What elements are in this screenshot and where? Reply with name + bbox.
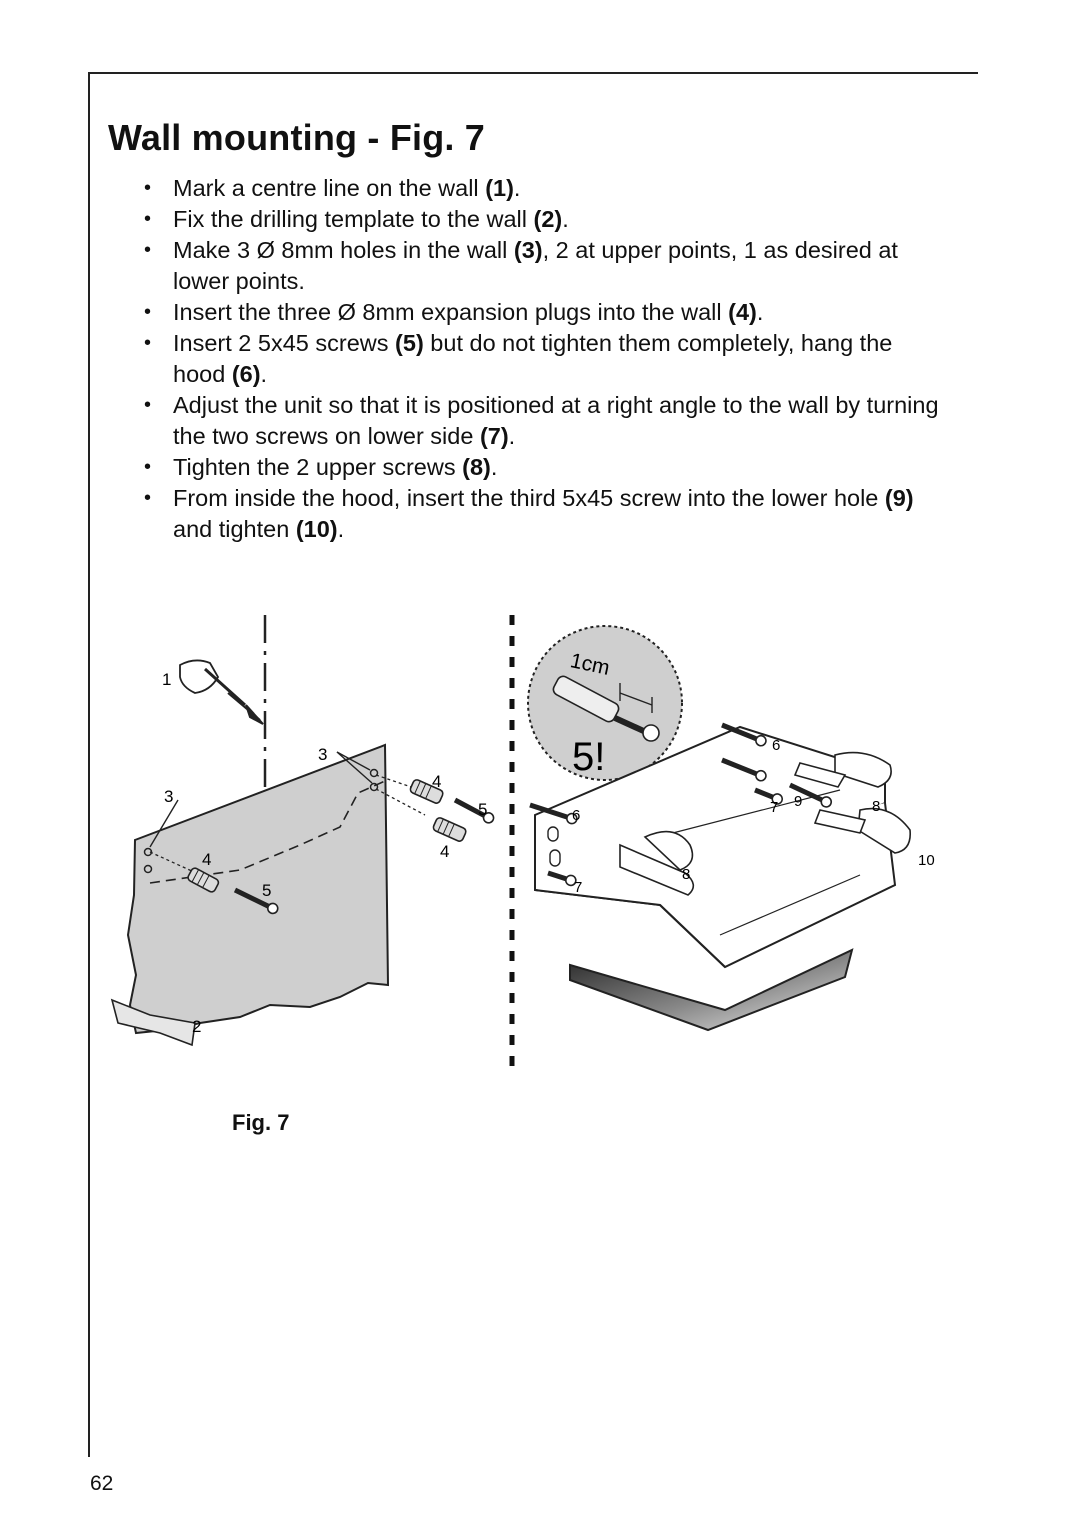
callouts: 1 2 3 3 4 4 4 5 5 6 6 7 7 8 8 9 10 [162,670,935,1036]
screw [529,802,578,825]
page-number: 62 [90,1472,114,1495]
dimension-line [619,692,653,706]
step-8: From inside the hood, insert the third 5… [140,483,940,545]
detail-screw-head [642,724,660,742]
callout-leader [149,799,179,848]
step-6: Adjust the unit so that it is positioned… [140,390,940,452]
callout-leader [336,751,371,771]
hood-slot [547,826,559,842]
detail-plug [552,675,620,723]
screw [754,787,784,805]
expansion-plug [187,867,220,893]
hood-edge [664,789,841,836]
instruction-list: Mark a centre line on the wall (1). Fix … [140,173,940,545]
callout-4: 4 [202,850,211,869]
left-rule [88,72,90,1457]
screwdriver-hand [857,807,912,854]
hood-slot [549,849,561,867]
drilling-template [126,743,390,1035]
tape-strip [110,998,196,1047]
figure-caption: Fig. 7 [232,1110,290,1135]
callout-4: 4 [440,842,449,861]
screwdriver-hand [813,809,867,834]
detail-badge: 5! [572,735,605,779]
screwdriver-hand [793,762,847,788]
callout-5: 5 [478,800,487,819]
screw [233,887,279,915]
detail-screw [613,715,650,736]
screw [721,722,767,747]
callout-2: 2 [192,1017,201,1036]
pointer-arrowhead [245,704,264,725]
drill-hole [369,768,379,778]
screw [721,757,767,782]
hood-tray [569,948,854,1032]
callout-8: 8 [682,866,690,883]
detail-inset: 1cm 5! [527,625,683,781]
screwdriver-hand [643,830,694,871]
callout-6: 6 [772,737,780,754]
callout-8: 8 [872,798,880,815]
drill-hole [369,782,379,792]
step-5: Insert 2 5x45 screws (5) but do not tigh… [140,328,940,390]
step-7: Tighten the 2 upper screws (8). [140,452,940,483]
callout-9: 9 [794,793,802,810]
callout-4: 4 [432,772,441,791]
callout-10: 10 [918,852,935,869]
hood-edge [659,904,726,968]
wall-template-drawing [110,615,495,1047]
top-rule [88,72,978,74]
expansion-plug [409,779,444,804]
callout-1: 1 [162,670,171,689]
step-2: Fix the drilling template to the wall (2… [140,204,940,235]
page-title: Wall mounting - Fig. 7 [108,117,486,158]
screwdriver-hand [619,843,695,896]
callout-3: 3 [164,787,173,806]
screwdriver-hand [834,751,892,788]
pencil [203,667,247,707]
screw [788,782,833,808]
mounting-illustration: 1cm 5! [110,615,935,1070]
callout-6: 6 [572,807,580,824]
callout-3: 3 [318,745,327,764]
step-3: Make 3 Ø 8mm holes in the wall (3), 2 at… [140,235,940,297]
drill-hole [143,864,153,874]
template-fold-line [149,780,386,884]
step-4: Insert the three Ø 8mm expansion plugs i… [140,297,940,328]
step-1: Mark a centre line on the wall (1). [140,173,940,204]
callout-leader [336,751,373,784]
expansion-plug [432,817,467,842]
screw [453,797,495,824]
callout-5: 5 [262,881,271,900]
callout-7: 7 [574,879,582,896]
screw [547,870,577,887]
hood-edge [719,874,861,936]
callout-7: 7 [770,799,778,816]
hood-drawing [529,722,912,1032]
pencil-hand [179,659,220,694]
